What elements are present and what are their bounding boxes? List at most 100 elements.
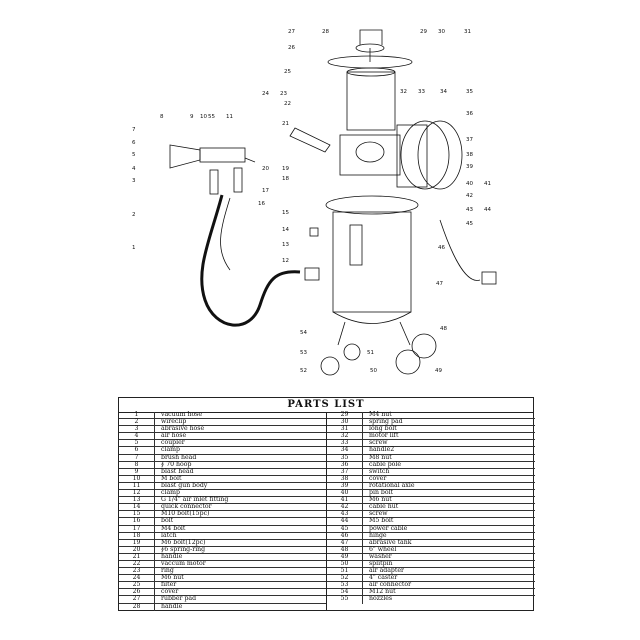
- part-number: 14: [119, 503, 155, 511]
- part-name: handle: [161, 602, 183, 610]
- part-name: screw: [369, 510, 388, 518]
- part-number: 37: [327, 468, 363, 475]
- part-name: cover: [161, 588, 179, 596]
- part-number: 54: [327, 589, 363, 596]
- part-number: 35: [327, 454, 363, 461]
- part-name: ∮6 spring-ring: [161, 545, 206, 553]
- table-row: 41 M6 nut: [327, 496, 535, 505]
- callout-label: 15: [282, 210, 289, 216]
- part-number: 45: [327, 525, 363, 532]
- part-number: 15: [119, 511, 155, 518]
- part-number: 28: [119, 603, 155, 611]
- part-name: 6" wheel: [369, 545, 397, 553]
- part-number: 50: [327, 560, 363, 568]
- part-number: 4: [119, 433, 155, 440]
- part-name: cable pole: [369, 460, 402, 468]
- part-name: latch: [161, 531, 177, 539]
- exploded-diagram: 1 2 3 4 5 6 7 8 9 10 11 12 13 14 15 16 1…: [132, 29, 497, 376]
- part-name: pin bolt: [369, 489, 394, 497]
- part-number: 7: [119, 454, 155, 461]
- part-number: 44: [327, 518, 363, 525]
- part-number: 33: [327, 440, 363, 447]
- part-name: rotational axle: [369, 481, 415, 489]
- callout-label: 22: [284, 101, 291, 107]
- table-row: 15 M10 bolt(15pc): [119, 510, 326, 519]
- callout-label: 8: [160, 114, 164, 120]
- callout-label: 24: [262, 91, 269, 97]
- part-number: 40: [327, 489, 363, 497]
- part-name: G 1/4" air inlet fitting: [161, 496, 229, 504]
- part-number: 6: [119, 447, 155, 454]
- part-name: M bolt: [161, 474, 182, 482]
- part-number: 47: [327, 539, 363, 546]
- part-name: ∮ 70 hoop: [161, 460, 192, 468]
- part-name: ring: [161, 567, 174, 575]
- part-number: 46: [327, 532, 363, 539]
- part-name: blast gun body: [161, 481, 208, 489]
- part-name: M4 nut: [369, 411, 392, 418]
- part-number: 49: [327, 553, 363, 560]
- callout-label: 44: [484, 207, 491, 213]
- part-number: 31: [327, 425, 363, 433]
- part-name: filter: [161, 581, 177, 589]
- part-number: 41: [327, 496, 363, 504]
- part-number: 1: [119, 411, 155, 419]
- part-name: M10 bolt(15pc): [161, 510, 210, 518]
- part-name: air hose: [161, 432, 187, 440]
- callout-label: 4: [132, 166, 136, 172]
- part-name: M6 bolt(12pc): [161, 538, 206, 546]
- part-name: washer: [369, 552, 392, 560]
- callout-label: 2: [132, 212, 136, 218]
- callout-label: 12: [282, 258, 289, 264]
- callout-label: 34: [440, 89, 447, 95]
- table-row: 37 switch: [327, 467, 535, 476]
- part-name: M6 nut: [161, 574, 184, 582]
- callout-label: 35: [466, 89, 473, 95]
- callout-label: 46: [438, 245, 445, 251]
- part-number: 27: [119, 596, 155, 603]
- part-name: coupler: [161, 439, 185, 447]
- callout-label: 17: [262, 188, 269, 194]
- callout-label: 45: [466, 221, 473, 227]
- part-number: 18: [119, 532, 155, 539]
- callout-label: 23: [280, 91, 287, 97]
- callout-label: 10: [200, 114, 207, 120]
- part-number: 17: [119, 525, 155, 532]
- part-name: 4" caster: [369, 574, 398, 582]
- callout-label: 32: [400, 89, 407, 95]
- part-number: 20: [119, 546, 155, 553]
- table-row: 40 pin bolt: [327, 489, 535, 498]
- part-name: M6 nut: [369, 496, 392, 504]
- callout-label: 13: [282, 242, 289, 248]
- part-name: nozzles: [369, 595, 393, 603]
- callout-label: 41: [484, 181, 491, 187]
- part-name: air adapter: [369, 567, 404, 575]
- part-name: switch: [369, 467, 390, 475]
